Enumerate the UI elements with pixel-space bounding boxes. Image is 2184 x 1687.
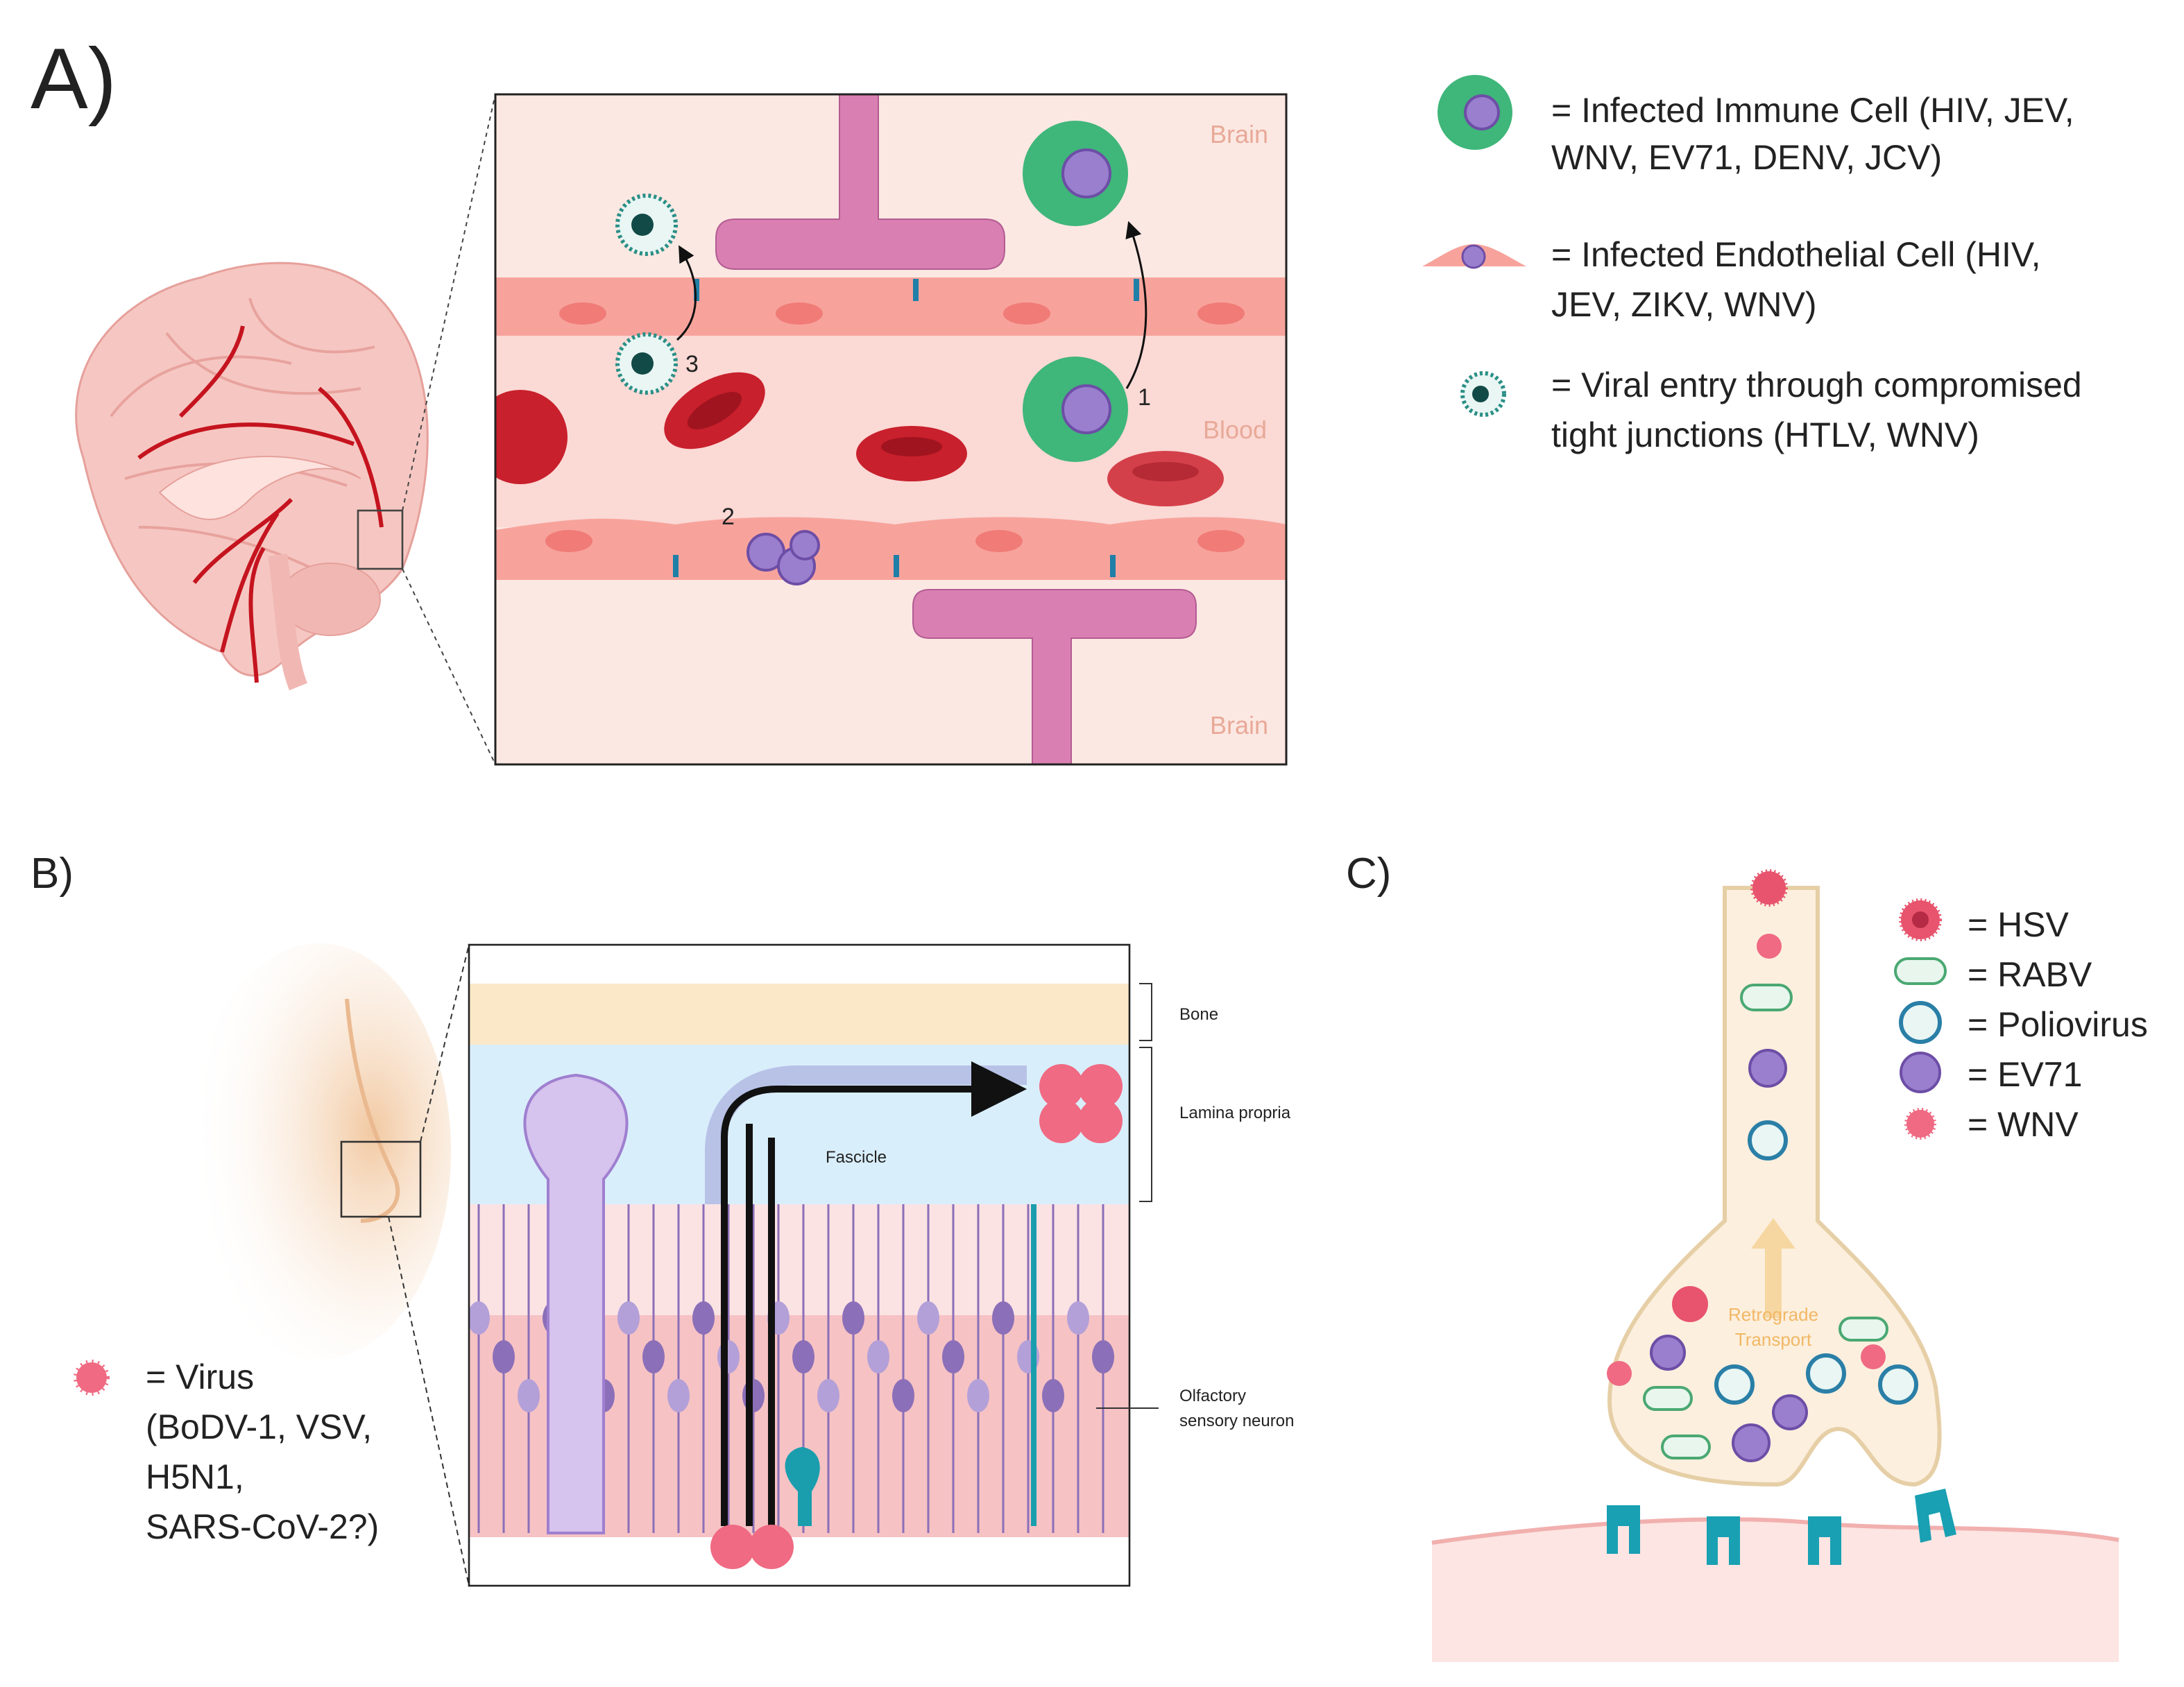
receptor-channel [1808,1516,1841,1565]
retrograde-arrow [1751,1218,1795,1318]
ev71-particle [1748,1049,1787,1088]
label-osn-1: Olfactory [1179,1387,1246,1405]
neuron-soma [967,1379,989,1412]
poliovirus-icon [1899,1001,1942,1044]
astrocyte-endfoot-bottom [912,589,1197,764]
postsynaptic-membrane [1432,1519,2119,1662]
neuron-soma [742,1379,765,1412]
bone-layer [469,984,1129,1045]
rabv-icon [1894,957,1947,985]
neuron-soma [892,1379,914,1412]
legend-c-wnv: = WNV [1968,1105,2079,1144]
zoom-box-a [357,509,404,570]
legend-c-rabv: = RABV [1968,955,2092,994]
legend-a-line: = Infected Endothelial Cell (HIV, [1551,235,2041,274]
virion [790,530,820,560]
neuron-soma [667,1379,690,1412]
hsv-particle [1672,1286,1708,1322]
neuron-soma [717,1340,740,1373]
panel-b: B) [31,850,1294,1587]
step-3: 3 [685,351,699,377]
upper-endothelium [495,277,1286,336]
panel-c: C) Retrograde Transport [1346,850,2148,1662]
lower-endothelium [495,517,1286,580]
hsv-particle [1750,869,1788,907]
neuron-soma [692,1301,715,1335]
neuron-soma [992,1301,1014,1335]
neuron-soma [867,1340,889,1373]
neuron-soma [1092,1340,1114,1373]
legend-b-line: = Virus [146,1358,254,1396]
neuron-soma [842,1301,864,1335]
receptor-channel [1707,1516,1740,1565]
bowmans-gland [523,1073,629,1534]
step-1: 1 [1138,384,1151,411]
neuron-soma [817,1379,839,1412]
astrocyte-endfoot-top [715,94,1005,270]
neuron-strip [469,1204,1114,1533]
label-lamina-propria: Lamina propria [1179,1104,1291,1122]
legend-c-polio: = Poliovirus [1968,1005,2148,1044]
neuron-soma [917,1301,939,1335]
neuron-soma [617,1301,640,1335]
wnv-icon [1904,1108,1936,1140]
rabv-particle [1740,984,1793,1011]
zoom-box-b [340,1140,422,1218]
neuron-soma [792,1340,814,1373]
neuron-soma [1067,1301,1089,1335]
receptor-channel [1915,1489,1956,1543]
legend-b-line: SARS-CoV-2?) [146,1507,379,1546]
nose-illustration [187,943,470,1586]
neuron-soma [1042,1379,1064,1412]
label-brain-bottom: Brain [1210,711,1268,739]
label-osn-2: sensory neuron [1179,1412,1294,1430]
neuron-soma [642,1340,665,1373]
panel-c-letter: C) [1346,850,1391,898]
legend-c: = HSV = RABV = Poliovirus = EV71 = WNV [1894,898,2148,1144]
transport-label-2: Transport [1735,1329,1812,1350]
legend-a-line: JEV, ZIKV, WNV) [1551,285,1817,324]
label-bone: Bone [1179,1005,1218,1024]
neuron-soma [469,1301,490,1335]
blood-brain-barrier-view: Brain Blood Brain 1 2 3 [495,94,1286,764]
red-blood-cell [495,390,568,484]
legend-c-ev71: = EV71 [1968,1055,2082,1094]
brain-illustration [75,94,496,765]
neuron-soma [518,1379,540,1412]
step-2: 2 [722,504,735,530]
legend-a: = Infected Immune Cell (HIV, JEV, WNV, E… [1422,75,2082,454]
legend-b-line: (BoDV-1, VSV, [146,1407,372,1446]
virus-icon [74,1360,110,1396]
legend-b: = Virus (BoDV-1, VSV, H5N1, SARS-CoV-2?) [74,1358,379,1546]
neuron-soma [493,1340,515,1373]
transport-label-1: Retrograde [1728,1304,1818,1325]
ev71-icon [1900,1052,1941,1093]
legend-c-hsv: = HSV [1968,905,2070,944]
label-brain-top: Brain [1210,120,1268,148]
legend-a-line: tight junctions (HTLV, WNV) [1551,416,1979,454]
virus-cluster [710,1525,755,1569]
label-blood: Blood [1203,416,1267,444]
legend-b-line: H5N1, [146,1457,244,1496]
panel-a: A) [31,31,2082,766]
virus-cluster [1039,1064,1084,1108]
olfactory-epithelium-view: Fascicle [469,945,1129,1586]
neuron-soma [942,1340,964,1373]
receptor-channels [1607,1489,1956,1565]
wnv-particle [1757,934,1782,959]
panel-a-letter: A) [31,31,117,127]
label-fascicle: Fascicle [826,1148,887,1167]
legend-a-line: = Viral entry through compromised [1551,366,2082,404]
poliovirus-particle [1748,1120,1788,1161]
legend-a-line: = Infected Immune Cell (HIV, JEV, [1551,91,2074,130]
panel-b-letter: B) [31,850,74,898]
receptor-channel [1607,1505,1640,1554]
legend-a-line: WNV, EV71, DENV, JCV) [1551,138,1942,177]
